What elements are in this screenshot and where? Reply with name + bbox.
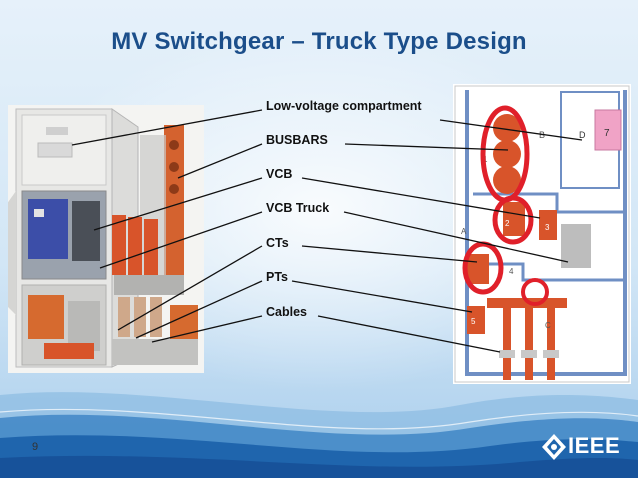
switchgear-photo: [6, 105, 204, 373]
label-low-voltage-compartment: Low-voltage compartment: [266, 99, 422, 113]
ieee-logo-text: IEEE: [568, 433, 621, 458]
ieee-logo-icon: [542, 434, 566, 460]
pt-highlight: [521, 278, 549, 306]
schematic-tag: 2: [505, 219, 510, 228]
label-vcb-truck: VCB Truck: [266, 201, 330, 215]
schematic-tag: 4: [509, 267, 514, 276]
schematic-tag: 7: [604, 128, 610, 139]
label-vcb: VCB: [266, 167, 293, 181]
schematic-tag: 3: [545, 223, 550, 232]
label-pts: PTs: [266, 270, 288, 284]
page-number: 9: [32, 441, 39, 453]
schematic-tag: 5: [471, 317, 476, 326]
schematic-tag: A: [461, 227, 467, 236]
switchgear-schematic: 7 D B 1 2 3 4 5: [453, 84, 631, 384]
label-cables: Cables: [266, 305, 307, 319]
schematic-tag: D: [579, 130, 586, 140]
schematic-tag: B: [539, 130, 545, 140]
schematic-tag: C: [545, 321, 551, 330]
label-cts: CTs: [266, 236, 289, 250]
label-busbars: BUSBARS: [266, 133, 328, 147]
page-title: MV Switchgear – Truck Type Design: [111, 28, 527, 55]
